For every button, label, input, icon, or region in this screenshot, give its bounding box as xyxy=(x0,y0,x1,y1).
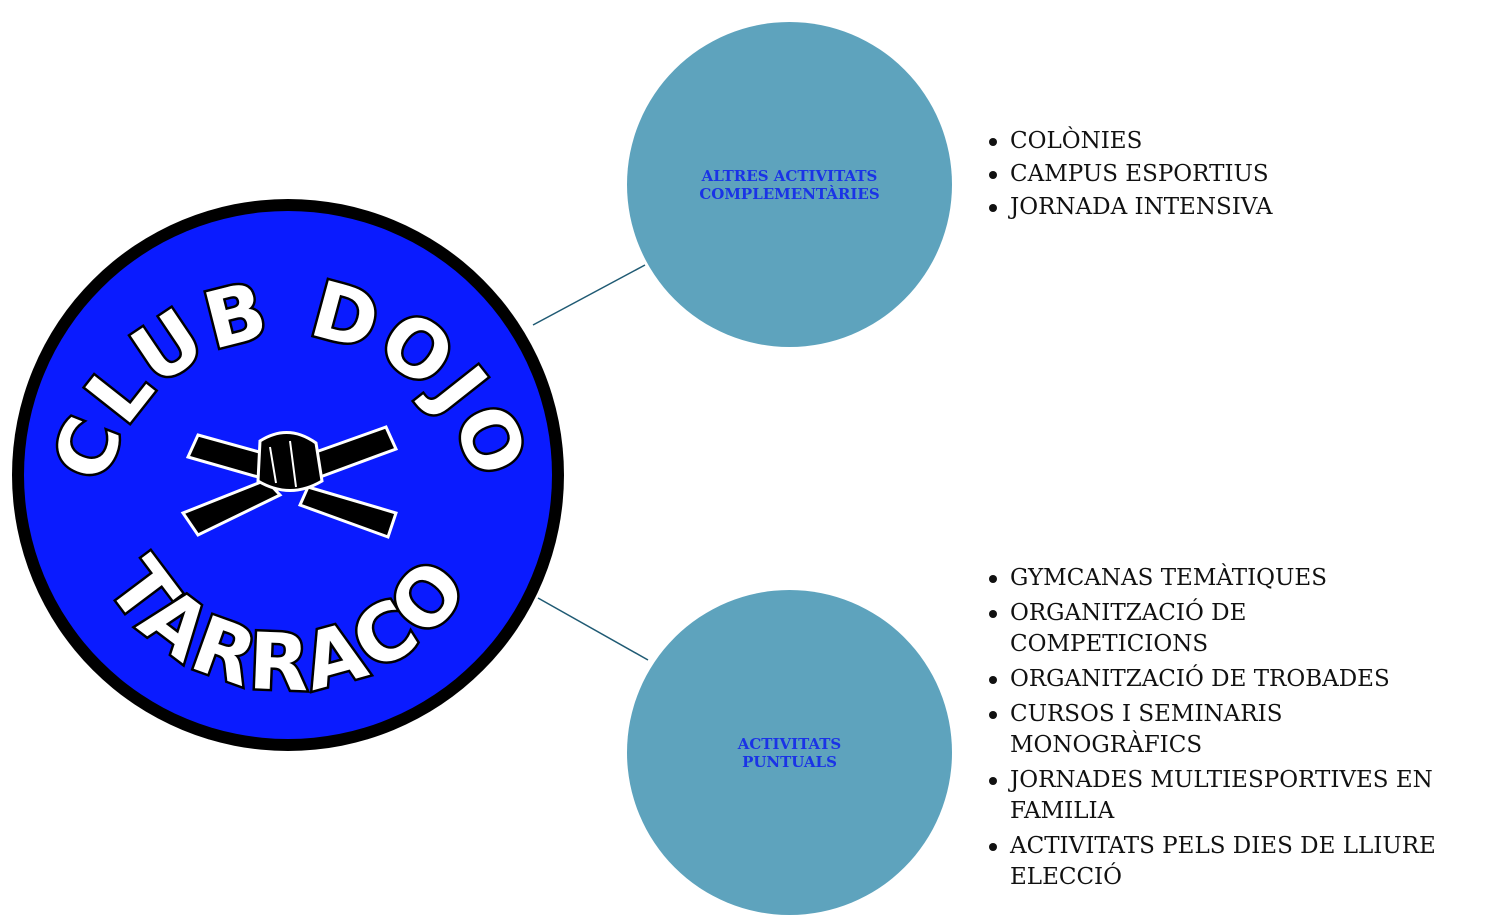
list-item: GYMCANAS TEMÀTIQUES xyxy=(985,563,1485,594)
list-item: ACTIVITATS PELS DIES DE LLIURE ELECCIÓ xyxy=(985,831,1493,893)
list-altres-activitats: COLÒNIES CAMPUS ESPORTIUS JORNADA INTENS… xyxy=(985,126,1455,225)
node-label-activitats-puntuals: ACTIVITATS PUNTUALS xyxy=(737,734,842,771)
list-item: COLÒNIES xyxy=(985,126,1455,157)
club-logo: CLUB DOJO TARRACO xyxy=(8,195,568,755)
node-activitats-puntuals: ACTIVITATS PUNTUALS xyxy=(627,590,952,915)
list-item: ORGANITZACIÓ DE COMPETICIONS xyxy=(985,598,1310,660)
list-item: JORNADA INTENSIVA xyxy=(985,192,1455,223)
black-belt-icon xyxy=(180,425,399,539)
list-item: JORNADES MULTIESPORTIVES EN FAMILIA xyxy=(985,765,1480,827)
list-item: CURSOS I SEMINARIS MONOGRÀFICS xyxy=(985,699,1340,761)
node-altres-activitats: ALTRES ACTIVITATS COMPLEMENTÀRIES xyxy=(627,22,952,347)
list-item: ORGANITZACIÓ DE TROBADES xyxy=(985,664,1485,695)
list-item: CAMPUS ESPORTIUS xyxy=(985,159,1455,190)
connector-bottom xyxy=(537,597,649,661)
connector-top xyxy=(532,264,646,326)
list-activitats-puntuals: GYMCANAS TEMÀTIQUES ORGANITZACIÓ DE COMP… xyxy=(985,563,1485,897)
logo-graphic: CLUB DOJO TARRACO xyxy=(12,199,564,751)
node-label-altres-activitats: ALTRES ACTIVITATS COMPLEMENTÀRIES xyxy=(699,166,880,203)
